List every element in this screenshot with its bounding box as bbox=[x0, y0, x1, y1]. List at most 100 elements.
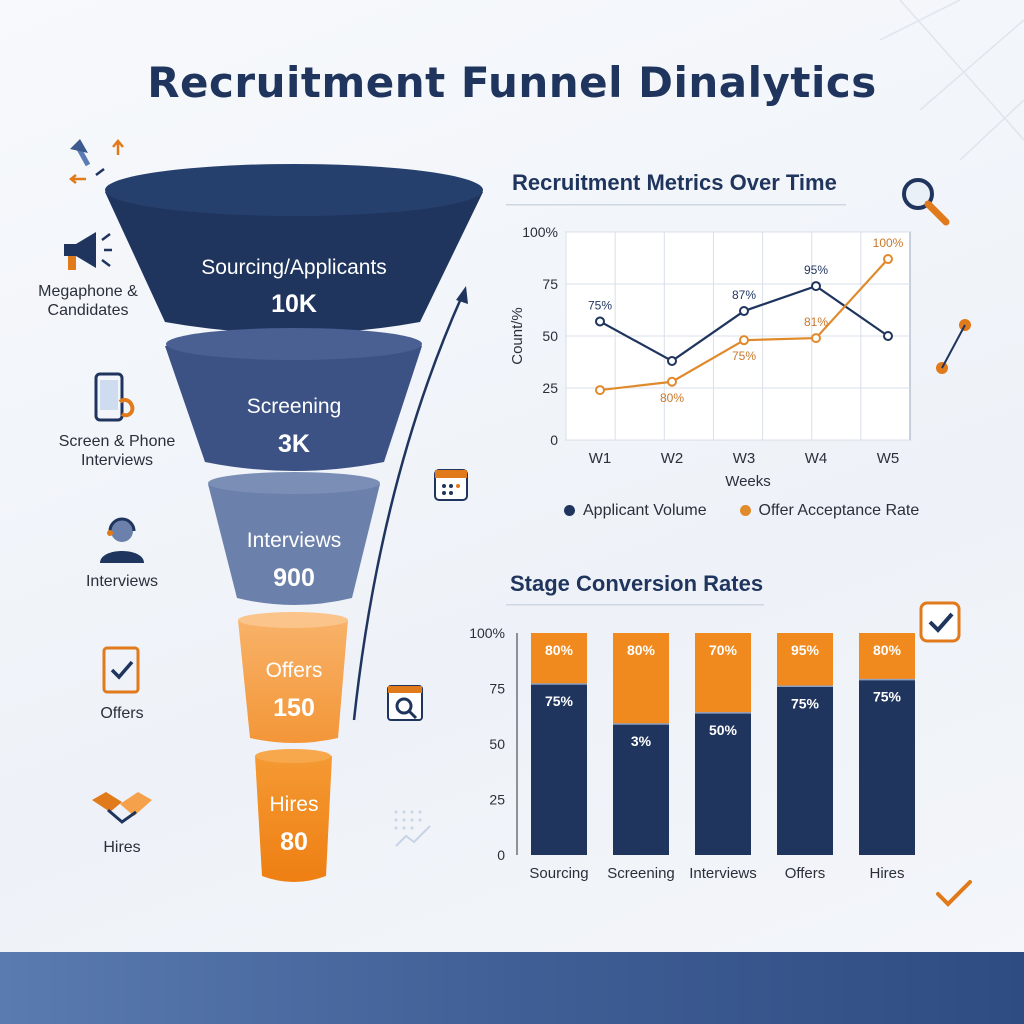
funnel-stage-value: 10K bbox=[271, 290, 317, 318]
bar-segment bbox=[613, 724, 669, 855]
phone-icon bbox=[94, 372, 135, 422]
data-point bbox=[883, 331, 893, 341]
data-label: 75% bbox=[732, 349, 756, 363]
bar-value-label: 50% bbox=[709, 722, 738, 738]
data-point bbox=[739, 306, 749, 317]
y-tick-label: 75 bbox=[489, 681, 505, 697]
funnel-stage-interviews: Interviews 900 bbox=[208, 472, 380, 605]
bar-value-label: 80% bbox=[627, 642, 656, 658]
x-tick-label: Hires bbox=[869, 865, 904, 882]
bar-segment bbox=[531, 633, 587, 685]
line-chart-legend: Applicant Volume Offer Acceptance Rate bbox=[564, 502, 919, 520]
handshake-icon bbox=[92, 792, 152, 824]
background-decoration bbox=[879, 0, 1024, 160]
data-point bbox=[883, 254, 893, 265]
bar-value-label: 75% bbox=[873, 689, 902, 705]
data-label: 75% bbox=[588, 298, 612, 312]
data-point bbox=[739, 335, 749, 346]
data-point bbox=[667, 376, 677, 387]
y-axis-label: Count/% bbox=[509, 307, 526, 365]
growth-arrows-icon bbox=[68, 139, 124, 184]
bar-segment bbox=[613, 633, 669, 725]
funnel-stage-offers: Offers 150 bbox=[238, 612, 348, 743]
funnel-stage-value: 80 bbox=[280, 828, 308, 856]
magnifier-icon bbox=[902, 178, 950, 226]
data-point bbox=[595, 385, 605, 396]
bar-segment bbox=[531, 684, 587, 855]
data-label: 87% bbox=[732, 288, 756, 302]
side-label-interviews: Interviews bbox=[85, 573, 159, 590]
x-axis-label: Weeks bbox=[725, 473, 771, 490]
connector-dots-icon bbox=[936, 319, 971, 374]
line-chart-title-rule bbox=[506, 204, 846, 206]
x-tick-label: Interviews bbox=[689, 865, 757, 882]
y-tick-label: 100% bbox=[469, 625, 505, 641]
bar-segment bbox=[859, 633, 915, 680]
recruitment-funnel: Sourcing/Applicants 10K Screening 3K Int… bbox=[105, 164, 483, 882]
data-label: 100% bbox=[873, 236, 904, 250]
bar-value-label: 80% bbox=[545, 642, 574, 658]
bar-segment bbox=[777, 633, 833, 687]
funnel-stage-value: 900 bbox=[273, 564, 315, 592]
bar-chart: 0 25 50 75 100% 75% 80% Sourcing 3% 80% Screening 5… bbox=[469, 625, 915, 882]
side-label-hires: Hires bbox=[103, 839, 141, 856]
bar-value-label: 75% bbox=[545, 693, 574, 709]
offer-check-icon bbox=[102, 646, 140, 694]
data-label: 81% bbox=[804, 315, 828, 329]
funnel-stage-screening: Screening 3K bbox=[165, 328, 422, 471]
y-tick-label: 0 bbox=[550, 432, 558, 448]
y-tick-label: 100% bbox=[522, 224, 558, 240]
data-point bbox=[667, 355, 677, 366]
y-tick-label: 25 bbox=[542, 380, 558, 396]
funnel-stage-value: 3K bbox=[278, 430, 310, 458]
calendar-icon bbox=[434, 469, 468, 501]
check-icon bbox=[936, 880, 972, 907]
y-tick-label: 25 bbox=[489, 792, 505, 808]
data-label: 80% bbox=[660, 391, 684, 405]
page-title: Recruitment Funnel Dinalytics bbox=[147, 58, 877, 107]
checkbox-icon bbox=[919, 601, 961, 643]
x-tick-label: W5 bbox=[877, 450, 900, 467]
bar-value-label: 80% bbox=[873, 642, 902, 658]
trend-dots-icon bbox=[394, 810, 431, 847]
y-tick-label: 75 bbox=[542, 276, 558, 292]
x-tick-label: W4 bbox=[805, 450, 828, 467]
funnel-stage-value: 150 bbox=[273, 694, 315, 722]
x-tick-label: Offers bbox=[785, 865, 826, 882]
footer-band bbox=[0, 952, 1024, 1024]
x-tick-label: Screening bbox=[607, 865, 675, 882]
data-point bbox=[811, 333, 821, 344]
bar-segment bbox=[777, 686, 833, 855]
data-point bbox=[595, 316, 605, 327]
funnel-stage-hires: Hires 80 bbox=[255, 749, 332, 882]
data-point bbox=[811, 281, 821, 292]
headset-person-icon bbox=[100, 517, 144, 563]
legend-item-applicant: Applicant Volume bbox=[564, 502, 707, 519]
side-label-megaphone: Megaphone & Candidates bbox=[38, 283, 138, 319]
y-tick-label: 50 bbox=[542, 328, 558, 344]
funnel-stage-name: Interviews bbox=[247, 529, 342, 552]
funnel-stage-sourcing: Sourcing/Applicants 10K bbox=[105, 164, 483, 334]
calendar-search-icon bbox=[387, 685, 423, 721]
bar-chart-title: Stage Conversion Rates bbox=[510, 571, 764, 596]
data-label: 95% bbox=[804, 263, 828, 277]
legend-item-offer: Offer Acceptance Rate bbox=[739, 502, 919, 519]
y-tick-label: 0 bbox=[497, 847, 505, 863]
line-chart-title: Recruitment Metrics Over Time bbox=[512, 170, 837, 195]
bar-value-label: 3% bbox=[631, 733, 652, 749]
funnel-stage-name: Sourcing/Applicants bbox=[201, 256, 387, 279]
funnel-stage-name: Screening bbox=[247, 395, 342, 418]
funnel-stage-name: Offers bbox=[266, 659, 323, 682]
bar-segment bbox=[695, 712, 751, 855]
bar-chart-title-rule bbox=[506, 604, 764, 606]
bar-value-label: 95% bbox=[791, 642, 820, 658]
bar-value-label: 70% bbox=[709, 642, 738, 658]
y-tick-label: 50 bbox=[489, 736, 505, 752]
x-tick-label: W3 bbox=[733, 450, 756, 467]
x-tick-label: Sourcing bbox=[529, 865, 588, 882]
growth-arrow bbox=[352, 295, 464, 721]
x-tick-label: W2 bbox=[661, 450, 684, 467]
side-label-screen: Screen & Phone Interviews bbox=[58, 433, 176, 469]
side-label-offers: Offers bbox=[100, 705, 144, 722]
